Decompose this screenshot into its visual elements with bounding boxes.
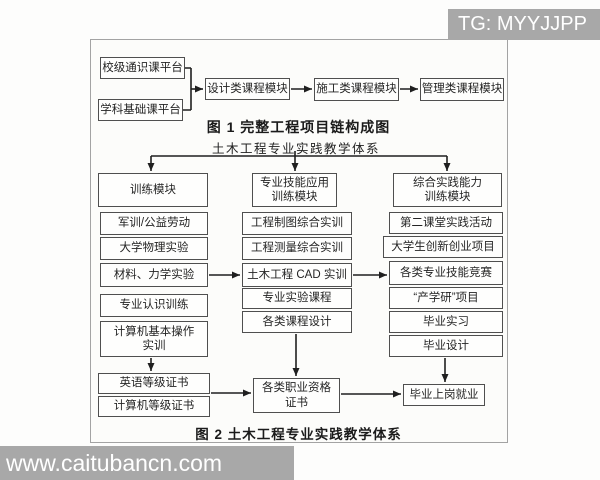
- box-management-course-module: 管理类课程模块: [420, 78, 504, 101]
- box-engineering-drawing-training: 工程制图综合实训: [242, 212, 352, 235]
- figure2-caption: 图 2 土木工程专业实践教学体系: [195, 427, 402, 442]
- box-innovation-entrepreneurship-projects: 大学生创新创业项目: [383, 236, 503, 258]
- box-military-training-public-labor: 军训/公益劳动: [100, 212, 208, 235]
- box-construction-course-module: 施工类课程模块: [314, 78, 399, 101]
- box-comprehensive-practice-ability-module: 综合实践能力 训练模块: [393, 173, 502, 207]
- box-professional-experiment-courses: 专业实验课程: [242, 288, 352, 309]
- box-campus-general-course-platform: 校级通识课平台: [100, 57, 185, 79]
- box-graduation-employment: 毕业上岗就业: [403, 384, 485, 406]
- box-civil-engineering-cad-training: 土木工程 CAD 实训: [242, 263, 352, 287]
- box-computer-certificate: 计算机等级证书: [98, 396, 210, 417]
- box-university-physics-experiment: 大学物理实验: [100, 237, 208, 260]
- box-professional-cognition-training: 专业认识训练: [100, 294, 208, 317]
- box-materials-mechanics-experiment: 材料、力学实验: [100, 263, 208, 287]
- box-engineering-survey-training: 工程测量综合实训: [242, 237, 352, 260]
- box-second-classroom-activities: 第二课堂实践活动: [389, 212, 503, 234]
- box-professional-skill-application-module: 专业技能应用 训练模块: [252, 173, 337, 207]
- box-discipline-basic-course-platform: 学科基础课平台: [98, 99, 183, 121]
- watermark-telegram: TG: MYYJJPP: [448, 9, 600, 40]
- box-professional-skill-competitions: 各类专业技能竞赛: [389, 261, 503, 285]
- box-computer-basic-operation-training: 计算机基本操作 实训: [100, 321, 208, 357]
- watermark-website: www.caitubancn.com: [0, 446, 294, 480]
- figure1-caption: 图 1 完整工程项目链构成图: [206, 119, 391, 135]
- box-industry-university-research-projects: “产学研”项目: [389, 287, 503, 309]
- box-design-course-module: 设计类课程模块: [205, 78, 290, 100]
- box-english-certificate: 英语等级证书: [98, 373, 210, 394]
- box-training-module: 训练模块: [98, 173, 208, 207]
- box-course-design: 各类课程设计: [242, 311, 352, 333]
- box-graduation-design: 毕业设计: [389, 335, 503, 357]
- box-graduation-internship: 毕业实习: [389, 311, 503, 333]
- box-vocational-qualification-certificates: 各类职业资格 证书: [253, 378, 340, 413]
- figure2-root-title: 土木工程专业实践教学体系: [211, 142, 380, 156]
